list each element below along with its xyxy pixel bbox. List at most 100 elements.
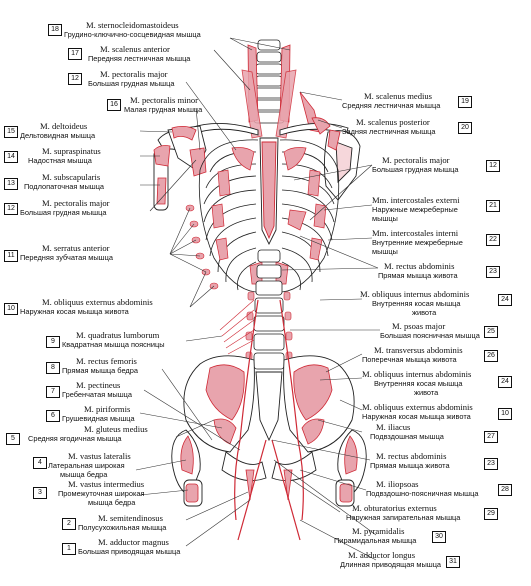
label-number-20: 20: [458, 122, 472, 134]
russian-name: Подвздошная мышца: [370, 432, 444, 441]
label-number-23: 23: [486, 266, 500, 278]
russian-name: Прямая мышца живота: [378, 271, 458, 280]
russian-name: Гребенчатая мышца: [62, 390, 132, 399]
russian-name: Большая грудная мышца: [20, 208, 107, 217]
russian-name-continued: мышцы: [372, 247, 398, 256]
label-pectoralis-minor: M. pectoralis minor Малая грудная мышца: [124, 95, 202, 115]
latin-name: M. obliquus internus abdominis: [360, 289, 470, 299]
thigh-muscles: [180, 435, 358, 503]
russian-name: Наружная косая мышца живота: [362, 412, 471, 421]
label-adductor-magnus: M. adductor magnus Большая приводящая мы…: [78, 537, 180, 557]
russian-name: Наружная запирательная мышца: [346, 513, 461, 522]
label-number-28: 28: [498, 484, 512, 496]
label-number-12: 12: [4, 203, 18, 215]
label-pyramidalis: M. pyramidalis Пирамидальная мышца: [334, 527, 416, 546]
leader-lines: [135, 37, 291, 547]
latin-name: M. deltoideus: [40, 121, 88, 131]
russian-name-continued: живота: [414, 388, 439, 397]
latin-name: M. scalenus medius: [364, 91, 433, 101]
lumbar-spine: [253, 249, 285, 370]
latin-name: M. semitendinosus: [98, 513, 163, 523]
russian-name: Наружная косая мышца живота: [20, 307, 129, 316]
latin-name: M. rectus abdominis: [376, 451, 447, 461]
latin-name: M. scalenus anterior: [100, 44, 170, 54]
label-scalenus-medius: M. scalenus medius Средняя лестничная мы…: [342, 91, 441, 111]
latin-name: M. piriformis: [84, 404, 131, 414]
label-rectus-abdominis-lower: M. rectus abdominis Прямая мышца живота: [370, 451, 450, 471]
russian-name: Промежуточная широкая: [58, 489, 145, 498]
label-adductor-longus: M. adductor longus Длинная приводящая мы…: [340, 551, 441, 570]
russian-name: Большая грудная мышца: [88, 79, 175, 88]
latin-name: M. vastus lateralis: [68, 451, 131, 461]
label-pectineus: M. pectineus Гребенчатая мышца: [62, 380, 132, 400]
label-deltoideus: M. deltoideus Дельтовидная мышца: [20, 121, 95, 141]
label-number-31: 31: [446, 556, 460, 568]
latin-name: M. pectineus: [76, 380, 121, 390]
label-gluteus-medius: M. gluteus medius Средняя ягодичная мышц…: [22, 425, 148, 444]
label-number-5: 5: [6, 433, 20, 445]
label-obturatorius-externus: M. obturatorius externus Наружная запира…: [340, 504, 461, 523]
label-number-18: 18: [48, 24, 62, 36]
latin-name: M. transversus abdominis: [374, 345, 463, 355]
latin-name: M. scalenus posterior: [356, 117, 430, 127]
label-transversus-abdominis: M. transversus abdominis Поперечная мышц…: [362, 345, 463, 365]
label-rectus-femoris: M. rectus femoris Прямая мышца бедра: [62, 357, 138, 376]
latin-name: M. sternocleidomastoideus: [86, 20, 179, 30]
label-obliquus-externus-left: M. obliquus externus abdominis Наружная …: [20, 298, 153, 317]
russian-name-continued: мышцы: [372, 214, 398, 223]
label-number-3: 3: [33, 487, 47, 499]
rib-cage: [198, 139, 340, 293]
chest-muscles: [211, 147, 327, 285]
lumbar-muscle-marks: [245, 291, 293, 361]
latin-name: M. pectoralis minor: [130, 95, 199, 105]
label-number-21: 21: [486, 200, 500, 212]
femurs: [171, 429, 367, 507]
russian-name: Внутренние межреберные: [372, 238, 463, 247]
russian-name: Передняя лестничная мышца: [88, 54, 191, 63]
russian-name: Подвздошно-поясничная мышца: [366, 489, 479, 498]
label-supraspinatus: M. supraspinatus Надостная мышца: [20, 147, 101, 166]
label-number-6: 6: [46, 410, 60, 422]
russian-name: Полусухожильная мышца: [78, 523, 167, 532]
label-number-11: 11: [4, 250, 18, 262]
label-number-12: 12: [68, 73, 82, 85]
latin-name: M. pectoralis major: [382, 155, 450, 165]
russian-name: Грудино-ключично-сосцевидная мышца: [64, 30, 201, 39]
label-serratus-anterior: M. serratus anterior Передняя зубчатая м…: [20, 243, 113, 263]
label-psoas-major: M. psoas major Большая поясничная мышца: [380, 322, 480, 341]
latin-name: Mm. intercostales interni: [372, 228, 459, 238]
label-number-22: 22: [486, 234, 500, 246]
label-number-23: 23: [484, 458, 498, 470]
latin-name: M. quadratus lumborum: [76, 330, 160, 340]
label-iliacus: M. iliacus Подвздошная мышца: [362, 423, 444, 442]
label-vastus-lateralis: M. vastus lateralis Латеральная широкая …: [48, 451, 131, 480]
russian-name: Средняя ягодичная мышца: [28, 434, 122, 443]
label-piriformis: M. piriformis Грушевидная мышца: [62, 404, 135, 424]
label-number-24: 24: [498, 376, 512, 388]
label-number-2: 2: [62, 518, 76, 530]
label-number-26: 26: [484, 350, 498, 362]
label-number-10: 10: [4, 303, 18, 315]
iliac-muscles: [205, 364, 333, 445]
latin-name: M. serratus anterior: [42, 243, 110, 253]
russian-name-continued: живота: [412, 308, 437, 317]
latin-name: M. subscapularis: [42, 172, 101, 182]
russian-name: Грушевидная мышца: [62, 414, 135, 423]
latin-name: M. adductor magnus: [98, 537, 169, 547]
latin-name: M. iliopsoas: [376, 479, 419, 489]
russian-name: Прямая мышца бедра: [62, 366, 138, 375]
label-number-30: 30: [432, 531, 446, 543]
latin-name: M. vastus intermedius: [68, 479, 145, 489]
label-scalenus-posterior: M. scalenus posterior Задняя лестничная …: [342, 117, 436, 137]
label-number-8: 8: [46, 362, 60, 374]
russian-name-continued: мышца бедра: [60, 470, 108, 479]
latin-name: Mm. intercostales externi: [372, 195, 460, 205]
russian-name: Средняя лестничная мышца: [342, 101, 441, 110]
russian-name: Квадратная мышца поясницы: [62, 340, 165, 349]
label-pectoralis-major-lower: M. pectoralis major Большая грудная мышц…: [20, 199, 110, 218]
latin-name: M. obliquus externus abdominis: [362, 402, 473, 412]
russian-name: Прямая мышца живота: [370, 461, 450, 470]
russian-name: Передняя зубчатая мышца: [20, 253, 113, 262]
label-quadratus-lumborum: M. quadratus lumborum Квадратная мышца п…: [62, 330, 165, 350]
